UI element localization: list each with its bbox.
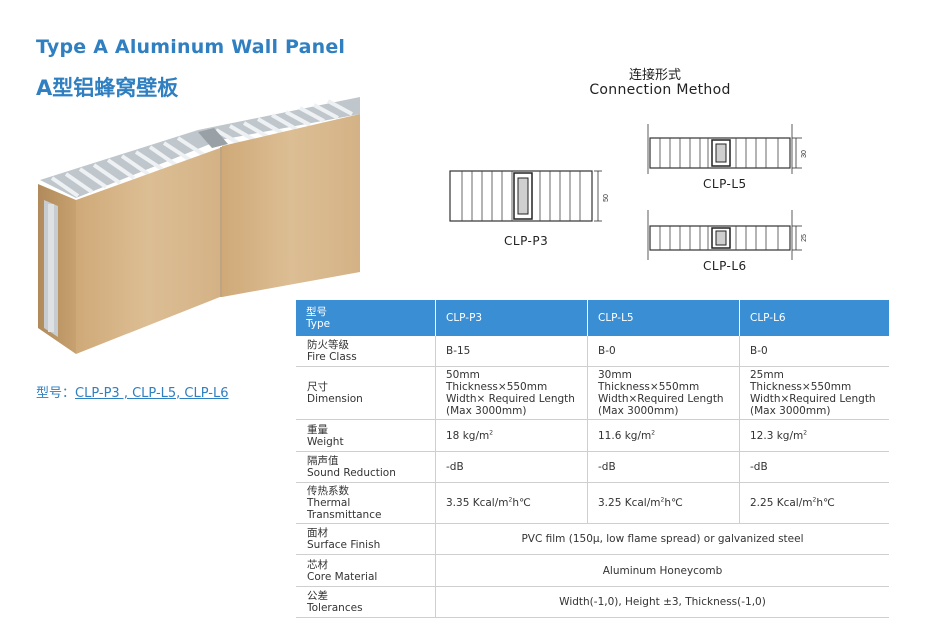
cell-superscript: 2 [812, 496, 817, 504]
header-type-cn: 型号 [306, 306, 327, 318]
row-label-en: Tolerances [307, 602, 363, 614]
diagram-label-clp-l6: CLP-L6 [703, 259, 747, 273]
cell-unit: h℃ [816, 497, 835, 509]
dim-label-clp-p3: 50 [603, 194, 610, 202]
row-label-cn: 芯材 [307, 558, 328, 571]
diagram-label-clp-l5: CLP-L5 [703, 177, 747, 191]
connection-diagram-clp-l5: 30 [647, 124, 808, 174]
header-clp-l6: CLP-L6 [739, 300, 889, 336]
cell-value: 11.6 kg/m [598, 429, 652, 442]
table-cell: 30mm Thickness×550mm Width×Required Leng… [587, 366, 740, 420]
row-label-en: Weight [307, 435, 344, 448]
header-type-en: Type [306, 318, 331, 330]
row-label-cn: 面材 [307, 527, 328, 539]
table-cell: 3.25 Kcal/m2h℃ [587, 482, 740, 524]
table-header-row: 型号 Type CLP-P3 CLP-L5 CLP-L6 [296, 300, 889, 336]
row-label-en: Core Material [307, 570, 378, 583]
cell-superscript: 2 [651, 429, 656, 436]
table-cell: 12.3 kg/m2 [739, 419, 889, 452]
cell-value: 2.25 Kcal/m [750, 497, 813, 509]
table-cell-merged: Width(-1,0), Height ±3, Thickness(-1,0) [435, 586, 889, 618]
row-label-cn: 隔声值 [307, 455, 339, 467]
page-title-chinese: A型铝蜂窝壁板 [36, 76, 179, 100]
table-cell: 11.6 kg/m2 [587, 419, 740, 452]
row-label-cn: 公差 [307, 590, 328, 602]
wall-panel-illustration [38, 97, 360, 354]
diagram-label-clp-p3: CLP-P3 [504, 234, 549, 248]
table-cell: 2.25 Kcal/m2h℃ [739, 482, 889, 524]
model-list-link[interactable]: CLP-P3 , CLP-L5, CLP-L6 [75, 386, 229, 401]
row-label-en: Surface Finish [307, 539, 381, 551]
header-clp-p3: CLP-P3 [435, 300, 588, 336]
dim-label-clp-l6: 25 [801, 234, 808, 242]
row-label-en: Thermal Transmittance [307, 497, 382, 521]
cell-unit: h℃ [512, 497, 531, 509]
header-type: 型号 Type [296, 300, 436, 336]
table-cell-merged: Aluminum Honeycomb [435, 554, 889, 587]
table-cell: B-0 [587, 336, 740, 367]
table-cell: 18 kg/m2 [435, 419, 588, 452]
table-cell: 50mm Thickness×550mm Width× Required Len… [435, 366, 588, 420]
page-title: Type A Aluminum Wall Panel [36, 36, 346, 58]
cell-value: 12.3 kg/m [750, 429, 804, 442]
cell-value: 18 kg/m [446, 429, 490, 442]
row-label-en: Sound Reduction [307, 467, 396, 479]
connection-diagram-clp-p3: 50 [449, 170, 610, 222]
row-label-cn: 尺寸 [307, 381, 328, 393]
table-cell: B-0 [739, 336, 889, 367]
row-label-cn: 重量 [307, 423, 328, 436]
table-cell: -dB [435, 451, 588, 483]
table-cell: -dB [739, 451, 889, 483]
connection-title-chinese: 连接形式 [628, 68, 681, 83]
table-cell: -dB [587, 451, 740, 483]
cell-superscript: 2 [803, 429, 808, 436]
table-cell: 25mm Thickness×550mm Width×Required Leng… [739, 366, 889, 420]
cell-value: 3.25 Kcal/m [598, 497, 661, 509]
cell-superscript: 2 [660, 496, 665, 504]
table-cell: 3.35 Kcal/m2h℃ [435, 482, 588, 524]
connection-diagram-clp-l6: 25 [647, 210, 808, 260]
model-list: 型号：CLP-P3 , CLP-L5, CLP-L6 [36, 382, 229, 401]
cell-superscript: 2 [508, 496, 513, 504]
row-label-en: Fire Class [307, 351, 357, 363]
cell-superscript: 2 [489, 429, 494, 436]
table-cell: B-15 [435, 336, 588, 367]
row-label-cn: 防火等级 [307, 339, 349, 351]
cell-unit: h℃ [664, 497, 683, 509]
header-clp-l5: CLP-L5 [587, 300, 740, 336]
table-cell-merged: PVC film (150μ, low flame spread) or gal… [435, 523, 889, 555]
model-prefix: 型号： [36, 386, 76, 401]
dim-label-clp-l5: 30 [801, 150, 808, 158]
row-label-en: Dimension [307, 393, 363, 405]
cell-value: 3.35 Kcal/m [446, 497, 509, 509]
connection-title: Connection Method [589, 82, 731, 98]
row-label-cn: 传热系数 [307, 485, 349, 497]
